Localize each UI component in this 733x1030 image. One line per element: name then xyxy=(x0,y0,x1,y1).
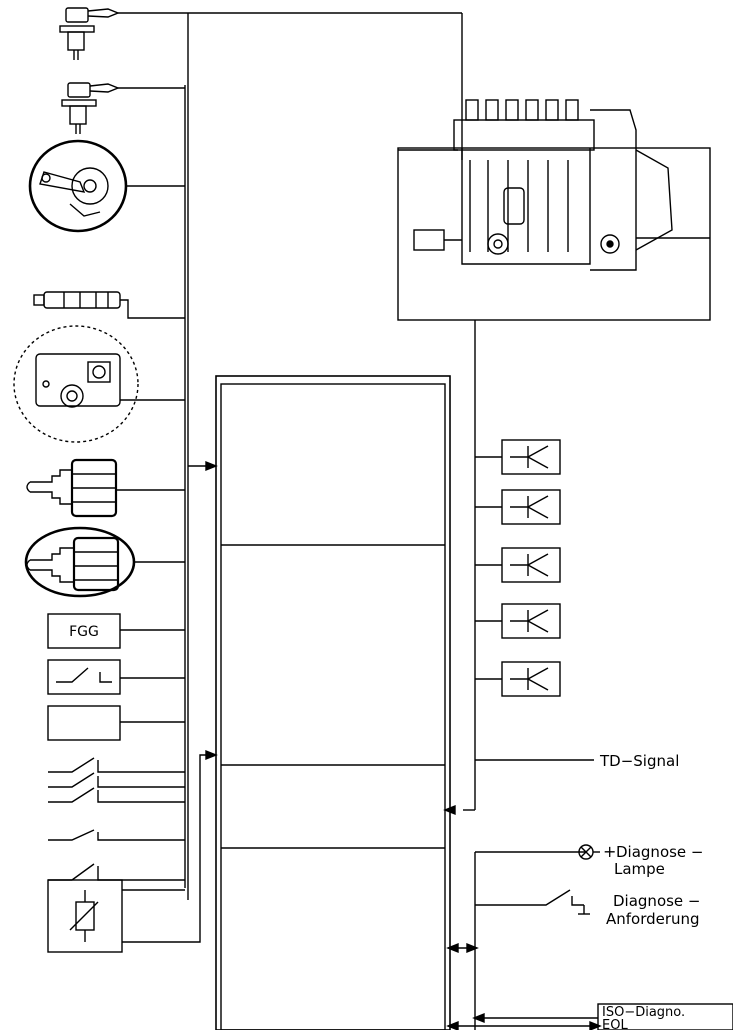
input-arrow xyxy=(188,462,216,470)
iso-diagnosis-box xyxy=(448,1004,733,1030)
blank-input-box xyxy=(48,706,185,740)
top-bus-line xyxy=(118,13,462,900)
speed-sensor-2-icon xyxy=(62,83,118,134)
output-driver-2 xyxy=(475,490,560,524)
pedal-sensor-icon xyxy=(30,141,126,231)
output-driver-5 xyxy=(475,662,560,696)
needle-motion-sensor-icon xyxy=(34,292,185,318)
output-driver-3 xyxy=(475,548,560,582)
temperature-sensor-2-icon xyxy=(26,528,185,596)
diagnosis-lamp-label-2: Lampe xyxy=(614,860,665,878)
switch-input-5-icon xyxy=(48,864,185,880)
iso-diagnosis-label-2: EOL xyxy=(602,1018,628,1030)
speed-sensor-1-icon xyxy=(60,8,118,60)
diagnostic-bus xyxy=(448,852,586,1030)
diagnosis-request-label-1: Diagnose − xyxy=(613,892,701,910)
switch-input-3-icon xyxy=(48,788,185,802)
switch-input-2-icon xyxy=(48,773,185,787)
td-signal-label: TD−Signal xyxy=(599,752,679,770)
temperature-sensor-1-icon xyxy=(27,460,185,516)
diagnosis-lamp-label-1: Diagnose − xyxy=(616,843,704,861)
diagnosis-lamp-plus: + xyxy=(603,842,616,861)
relay-box xyxy=(48,755,215,952)
injection-pump-icon xyxy=(398,100,710,270)
control-unit xyxy=(216,376,450,1030)
diagnosis-request-switch-icon xyxy=(475,890,590,914)
pump-frame xyxy=(398,110,710,320)
output-driver-1 xyxy=(475,440,560,474)
switch-input-1-icon xyxy=(48,758,185,772)
brake-switch-box xyxy=(48,660,185,694)
switch-input-4-icon xyxy=(48,830,185,840)
boost-pressure-sensor-icon xyxy=(14,326,185,442)
fgg-label: FGG xyxy=(69,624,99,640)
output-driver-4 xyxy=(475,604,560,638)
diagnosis-request-label-2: Anforderung xyxy=(606,910,700,928)
feedback-arrow xyxy=(206,751,216,759)
